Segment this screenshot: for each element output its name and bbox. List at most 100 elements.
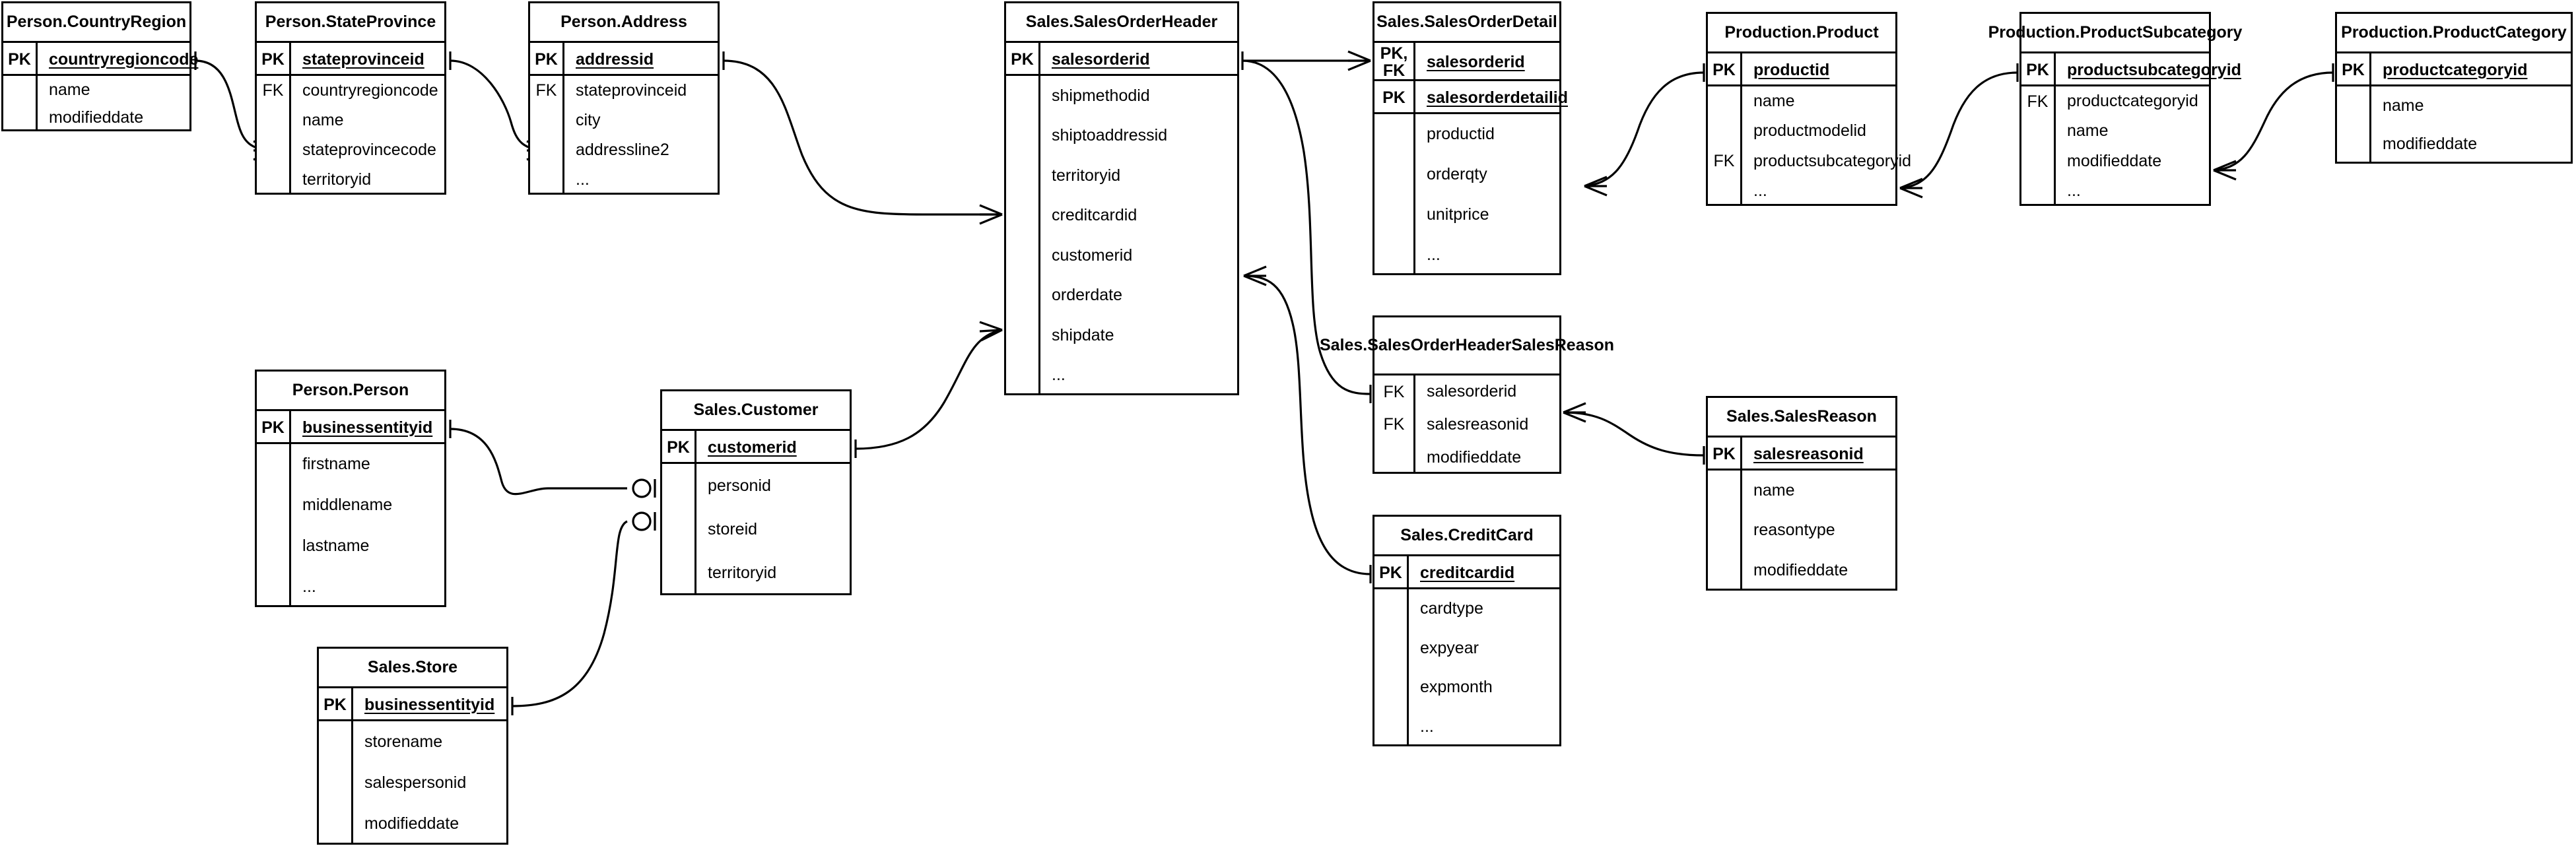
field-row[interactable]: modifieddate	[2337, 125, 2571, 164]
field-row[interactable]: creditcardid	[1006, 195, 1237, 236]
field-row[interactable]: reasontype	[1708, 510, 1895, 551]
field-row[interactable]: shipdate	[1006, 315, 1237, 356]
field-row[interactable]: territoryid	[1006, 156, 1237, 196]
field-row[interactable]: customerid	[1006, 236, 1237, 276]
key-marker	[319, 721, 353, 763]
field-row[interactable]: salespersonid	[319, 762, 506, 804]
field-row[interactable]: middlename	[257, 484, 444, 526]
attribute-field: storeid	[708, 519, 758, 538]
field-row[interactable]: modifieddate	[2021, 146, 2209, 176]
field-row[interactable]: expyear	[1374, 628, 1559, 668]
field-row[interactable]: shipmethodid	[1006, 76, 1237, 116]
key-marker-line: FK	[1382, 61, 1406, 80]
field-row[interactable]: territoryid	[662, 551, 850, 595]
crowfoot-subcat-categoryid	[2213, 160, 2237, 181]
field-row[interactable]: shiptoaddressid	[1006, 115, 1237, 156]
key-marker	[1708, 471, 1742, 511]
field-row[interactable]: productid	[1374, 114, 1559, 154]
field-row[interactable]: stateprovincecode	[257, 135, 444, 165]
field-row[interactable]: cardtype	[1374, 589, 1559, 629]
field-row[interactable]: storeid	[662, 507, 850, 552]
field-row[interactable]: ...	[530, 165, 718, 195]
field-row[interactable]: ...	[257, 566, 444, 607]
field-row[interactable]: city	[530, 106, 718, 135]
field-row[interactable]: modifieddate	[319, 803, 506, 845]
field-row[interactable]: firstname	[257, 444, 444, 485]
entity-title-line: Sales.CreditCard	[1400, 526, 1534, 545]
field-row[interactable]: modifieddate	[1374, 441, 1559, 474]
field-row[interactable]: modifieddate	[3, 104, 189, 131]
field-cell: salesorderid	[1040, 43, 1237, 76]
field-row[interactable]: ...	[1006, 355, 1237, 395]
key-marker: FK	[257, 76, 291, 106]
field-row[interactable]: ...	[1374, 235, 1559, 275]
field-row[interactable]: productmodelid	[1708, 116, 1895, 146]
field-row[interactable]: name	[3, 76, 189, 104]
key-marker-line: PK	[8, 49, 31, 69]
field-row[interactable]: name	[257, 106, 444, 135]
field-row[interactable]: ...	[1708, 176, 1895, 206]
field-row[interactable]: unitprice	[1374, 195, 1559, 235]
field-row[interactable]: orderdate	[1006, 275, 1237, 315]
field-row[interactable]: orderqty	[1374, 154, 1559, 195]
field-cell: name	[1742, 86, 1895, 116]
field-row[interactable]: ...	[2021, 176, 2209, 206]
key-marker-line: FK	[1383, 382, 1405, 401]
field-row[interactable]: lastname	[257, 525, 444, 567]
key-marker	[319, 762, 353, 804]
field-row[interactable]: addressline2	[530, 135, 718, 165]
field-row[interactable]: name	[2337, 86, 2571, 125]
field-row[interactable]: storename	[319, 721, 506, 763]
field-row[interactable]: name	[2021, 116, 2209, 146]
field-row[interactable]: name	[1708, 86, 1895, 117]
field-row[interactable]: name	[1708, 471, 1895, 511]
primary-key-field: salesorderid	[1427, 52, 1525, 71]
field-cell: creditcardid	[1040, 196, 1237, 236]
field-row[interactable]: personid	[662, 464, 850, 508]
field-row[interactable]: modifieddate	[1708, 550, 1895, 591]
field-row[interactable]: expmonth	[1374, 668, 1559, 707]
field-row[interactable]: territoryid	[257, 165, 444, 195]
field-row[interactable]: ...	[1374, 707, 1559, 746]
field-cell: productcategoryid	[2371, 53, 2571, 86]
